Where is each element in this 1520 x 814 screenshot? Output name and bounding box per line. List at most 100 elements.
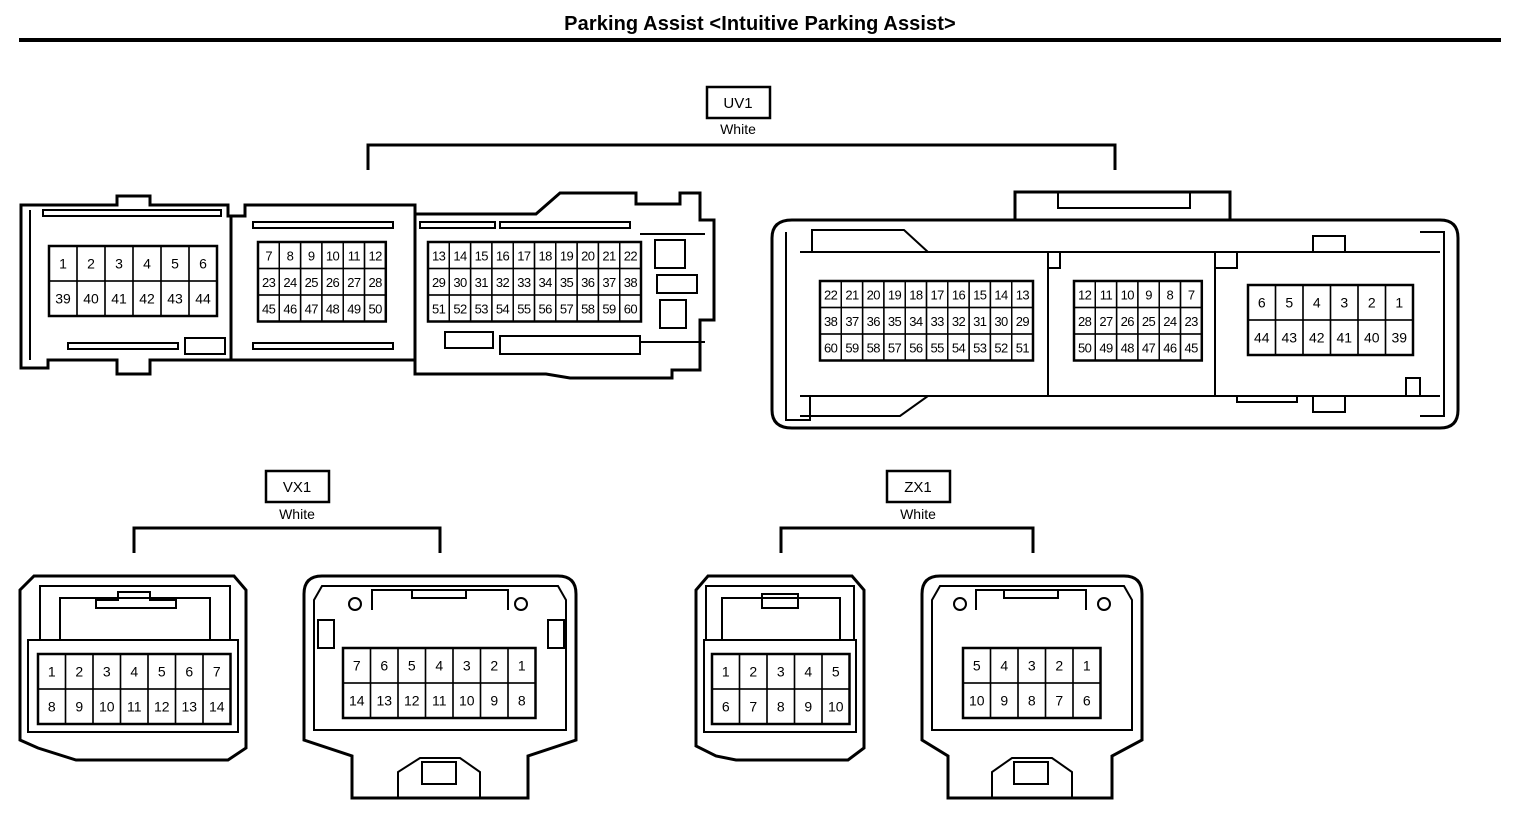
pin-number: 37: [602, 275, 616, 290]
pin-number: 4: [1313, 295, 1321, 311]
pin-number: 4: [130, 664, 138, 680]
pin-number: 28: [369, 275, 383, 290]
pin-number: 9: [75, 699, 83, 715]
pin-number: 3: [1028, 658, 1036, 674]
pin-number: 15: [973, 287, 987, 302]
pin-number: 40: [83, 291, 99, 307]
pin-number: 10: [326, 248, 340, 263]
pin-cell: [202, 688, 232, 725]
pin-number: 27: [1099, 314, 1113, 329]
pin-number: 20: [581, 248, 595, 263]
pin-number: 2: [75, 664, 83, 680]
pin-number: 58: [867, 340, 881, 355]
pin-number: 42: [139, 291, 155, 307]
pin-cell: [1179, 333, 1203, 362]
pin-cell: [1072, 682, 1102, 719]
pin-number: 31: [475, 275, 489, 290]
pin-number: 55: [517, 301, 531, 316]
pin-number: 5: [1285, 295, 1293, 311]
pin-number: 49: [1099, 340, 1113, 355]
pin-number: 10: [828, 699, 844, 715]
pin-number: 47: [1142, 340, 1156, 355]
pin-number: 18: [539, 248, 553, 263]
pin-number: 15: [475, 248, 489, 263]
pin-number: 8: [48, 699, 56, 715]
pin-number: 11: [127, 699, 142, 715]
pin-number: 51: [432, 301, 446, 316]
pin-number: 5: [973, 658, 981, 674]
pin-cell: [1384, 319, 1414, 356]
pin-number: 31: [973, 314, 987, 329]
pin-number: 49: [347, 301, 361, 316]
pin-number: 12: [1078, 287, 1092, 302]
pin-number: 7: [353, 658, 361, 674]
pin-number: 34: [909, 314, 923, 329]
pin-number: 54: [496, 301, 510, 316]
pin-number: 55: [931, 340, 945, 355]
pin-number: 4: [435, 658, 443, 674]
pin-number: 37: [845, 314, 859, 329]
pin-number: 14: [994, 287, 1008, 302]
title-rule: [19, 38, 1501, 42]
pin-number: 11: [1100, 287, 1113, 302]
pin-number: 48: [1121, 340, 1135, 355]
pin-number: 21: [845, 287, 859, 302]
pin-number: 50: [369, 301, 383, 316]
pin-number: 12: [369, 248, 383, 263]
zx1-code-box: [885, 469, 952, 504]
pin-number: 13: [1016, 287, 1030, 302]
uv1-code-box: [705, 85, 772, 120]
vx1-component-housing: [302, 574, 578, 800]
pin-number: 20: [867, 287, 881, 302]
pin-number: 44: [195, 291, 211, 307]
pin-number: 2: [87, 256, 95, 272]
pin-number: 45: [262, 301, 276, 316]
pin-number: 7: [1188, 287, 1195, 302]
pin-number: 25: [1142, 314, 1156, 329]
pin-number: 45: [1185, 340, 1199, 355]
pin-number: 4: [143, 256, 151, 272]
pin-number: 5: [832, 664, 840, 680]
pin-number: 4: [804, 664, 812, 680]
uv1-component-housing: [770, 190, 1460, 430]
pin-cell: [507, 682, 537, 719]
pin-number: 7: [1055, 693, 1063, 709]
pin-number: 10: [969, 693, 985, 709]
pin-number: 22: [624, 248, 638, 263]
pin-number: 57: [560, 301, 574, 316]
pin-number: 5: [408, 658, 416, 674]
pin-number: 41: [1336, 330, 1352, 346]
pin-number: 11: [432, 693, 447, 709]
pin-number: 24: [1163, 314, 1177, 329]
pin-cell: [619, 294, 642, 323]
pin-number: 6: [199, 256, 207, 272]
pin-number: 1: [722, 664, 730, 680]
pin-number: 9: [1000, 693, 1008, 709]
pin-number: 46: [283, 301, 297, 316]
pin-number: 18: [909, 287, 923, 302]
pin-number: 6: [722, 699, 730, 715]
pin-number: 36: [867, 314, 881, 329]
pin-number: 13: [376, 693, 392, 709]
pin-number: 53: [973, 340, 987, 355]
pin-number: 23: [262, 275, 276, 290]
pin-number: 7: [749, 699, 757, 715]
pin-number: 28: [1078, 314, 1092, 329]
uv1-color: White: [720, 121, 756, 137]
pin-number: 32: [952, 314, 966, 329]
pin-number: 52: [994, 340, 1008, 355]
pin-number: 16: [952, 287, 966, 302]
pin-number: 35: [888, 314, 902, 329]
pin-number: 56: [909, 340, 923, 355]
pin-number: 8: [518, 693, 526, 709]
pin-number: 33: [517, 275, 531, 290]
pin-number: 3: [463, 658, 471, 674]
vx1-code: VX1: [283, 479, 311, 496]
